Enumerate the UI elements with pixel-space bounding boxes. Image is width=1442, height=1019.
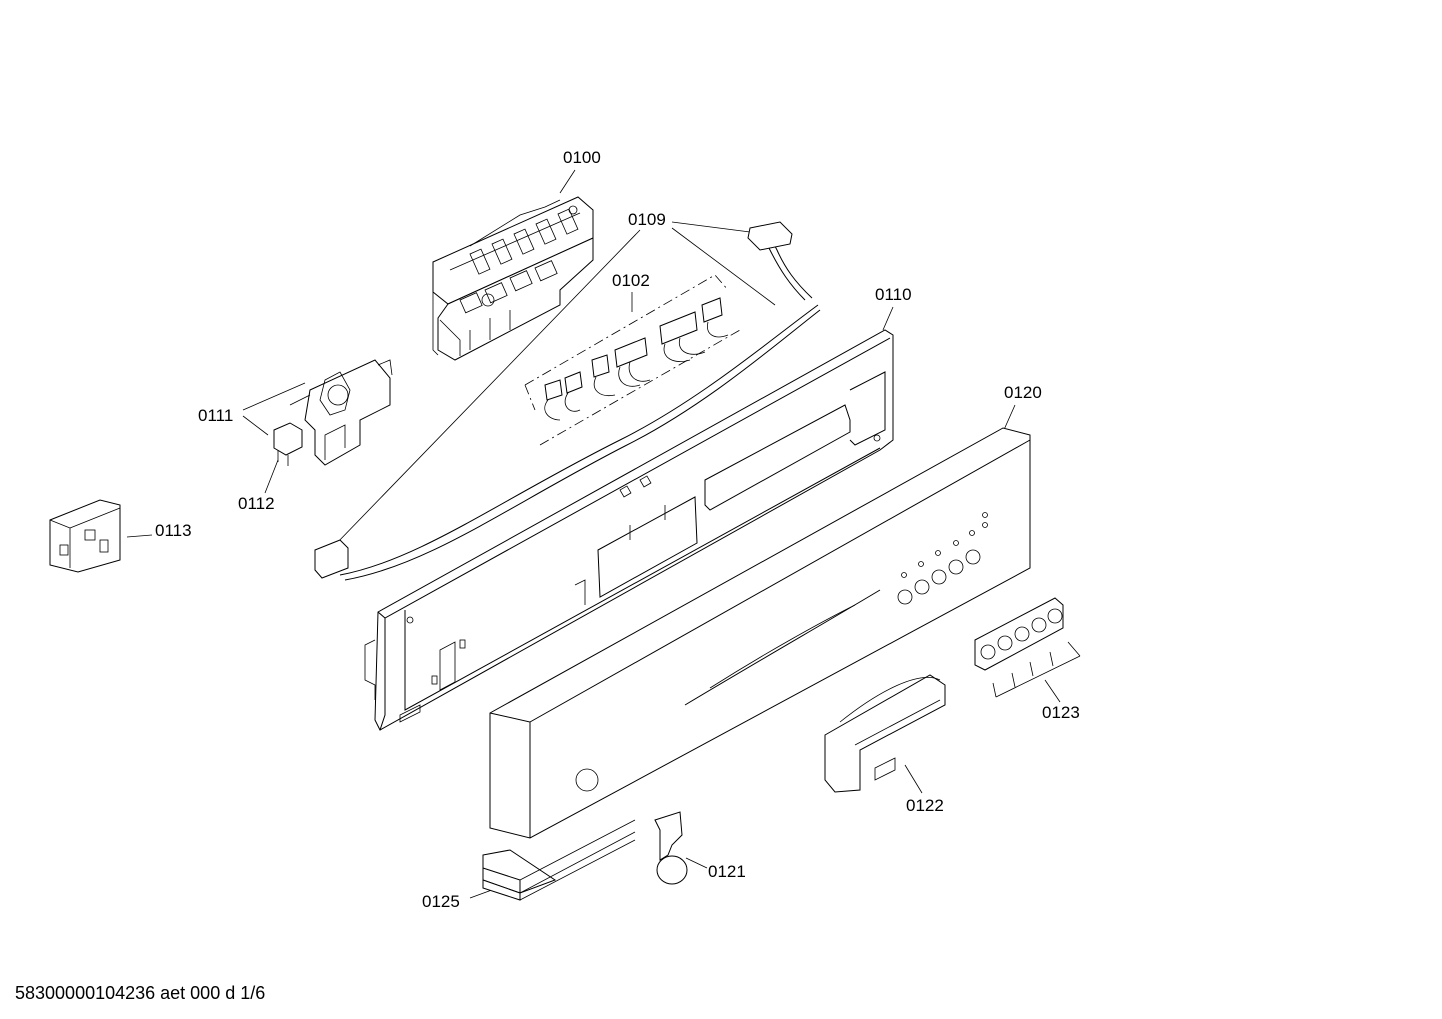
part-0110-panel-frame bbox=[364, 329, 894, 731]
part-0100-electronic-module bbox=[432, 196, 594, 361]
label-0120: 0120 bbox=[1004, 383, 1042, 402]
part-0120-fascia bbox=[489, 427, 1031, 839]
part-0109-wiring-harness bbox=[314, 221, 821, 581]
part-0113-module bbox=[49, 499, 121, 573]
label-0110: 0110 bbox=[875, 285, 912, 304]
part-0121-knob bbox=[654, 811, 688, 885]
label-0100: 0100 bbox=[563, 148, 601, 167]
part-0123-buttons bbox=[974, 597, 1064, 671]
label-0109: 0109 bbox=[628, 210, 666, 229]
label-0113: 0113 bbox=[155, 521, 192, 540]
part-0112-switch bbox=[273, 422, 303, 466]
label-0125: 0125 bbox=[422, 892, 460, 911]
label-0123: 0123 bbox=[1042, 703, 1080, 722]
part-0122-handle bbox=[824, 674, 946, 793]
part-0102-connectors bbox=[544, 297, 729, 421]
label-0112: 0112 bbox=[238, 494, 275, 513]
label-0111: 0111 bbox=[198, 406, 234, 425]
document-id-footer: 58300000104236 aet 000 d 1/6 bbox=[15, 983, 266, 1003]
label-0121: 0121 bbox=[708, 862, 746, 881]
label-0102: 0102 bbox=[612, 271, 650, 290]
leader-lines bbox=[126, 169, 1081, 899]
label-0122: 0122 bbox=[906, 796, 944, 815]
part-0125-seal-strip bbox=[482, 819, 636, 901]
part-0111-door-lock bbox=[289, 359, 393, 466]
